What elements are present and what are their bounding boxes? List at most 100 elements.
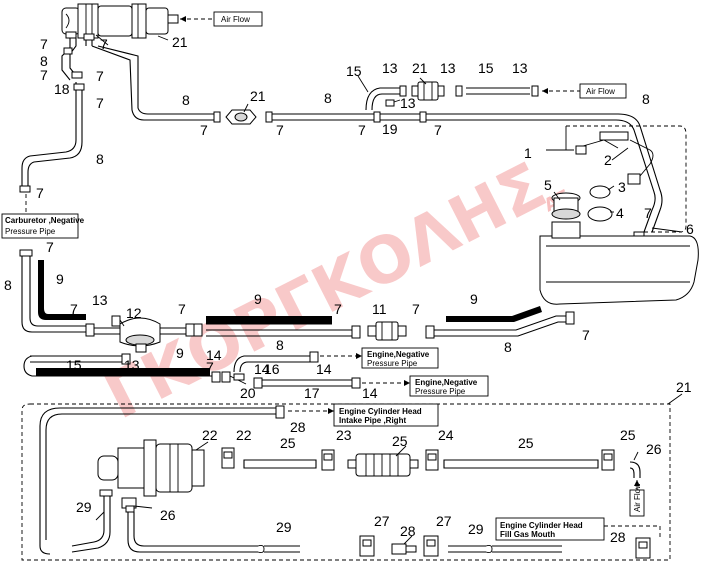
callout-25: 27	[436, 513, 452, 529]
callout-8: 8	[324, 90, 332, 106]
callout-1: 1	[524, 145, 532, 161]
callout-10: 11	[372, 301, 387, 317]
callout-8: 8	[4, 277, 12, 293]
callout-8: 8	[182, 92, 190, 108]
air-flow-label-right: Air Flow	[586, 87, 615, 96]
callout-7: 7	[434, 122, 442, 138]
callout-14: 17	[304, 385, 320, 401]
intake-line1: Engine Cylinder Head	[339, 407, 422, 416]
callout-7: 7	[412, 301, 420, 317]
fuel-tank-assembly	[539, 125, 699, 305]
callout-13: 13	[124, 357, 140, 373]
fill-line2: Fill Gas Mouth	[500, 530, 555, 539]
middle-row	[94, 306, 575, 353]
callout-7: 7	[178, 301, 186, 317]
callout-14: 15	[346, 63, 362, 79]
callout-15: 19	[382, 121, 398, 137]
callout-numbers: 21 7 7 8 7 7 18 7 8 21 8 7 7 7 19 7 15 1…	[4, 34, 694, 545]
watermark: ΓΚΟΡΓΚΟΛΗΣ ΑΕ	[94, 149, 574, 434]
callout-7: 7	[96, 95, 104, 111]
callout-7: 7	[40, 36, 48, 52]
callout-13: 14	[206, 347, 222, 363]
callout-14: 15	[66, 357, 82, 373]
callout-13: 13	[400, 95, 416, 111]
callout-7: 7	[206, 359, 214, 375]
callout-6: 6	[686, 221, 694, 237]
callout-27: 28	[400, 523, 416, 539]
callout-13: 13	[512, 60, 528, 76]
callout-14: 16	[264, 361, 280, 377]
callout-7: 7	[358, 122, 366, 138]
callout-2: 2	[604, 152, 612, 168]
callout-16: 21	[172, 34, 188, 50]
callout-15: 20	[240, 385, 256, 401]
callout-9: 9	[470, 291, 478, 307]
eng-neg1-line1: Engine,Negative	[367, 350, 430, 359]
callout-7: 7	[36, 185, 44, 201]
callout-23: 25	[392, 433, 408, 449]
callout-13: 14	[362, 385, 378, 401]
callout-12: 13	[92, 292, 108, 308]
callout-20: 22	[202, 427, 218, 443]
callout-24: 26	[646, 441, 662, 457]
leader-lines	[59, 35, 683, 545]
callout-3: 3	[618, 179, 626, 195]
callout-7: 7	[40, 67, 48, 83]
callout-13: 13	[440, 60, 456, 76]
callout-5: 5	[544, 177, 552, 193]
callout-4: 4	[616, 205, 624, 221]
intake-line2: Intake Pipe ,Right	[339, 416, 406, 425]
callout-7: 7	[70, 301, 78, 317]
callout-22: 25	[518, 435, 534, 451]
carburetor-label-group: Carburetor ,Negative Pressure Pipe	[1, 194, 85, 239]
callout-15: 18	[54, 81, 70, 97]
callout-13: 14	[254, 361, 270, 377]
callout-28: 29	[76, 499, 92, 515]
callout-13: 13	[382, 60, 398, 76]
eng-neg1-line2: Pressure Pipe	[367, 359, 418, 368]
callout-7: 7	[644, 205, 652, 221]
carb-label-line2: Pressure Pipe	[5, 227, 56, 236]
callout-8: 8	[504, 339, 512, 355]
callout-19: 21	[676, 379, 692, 395]
callout-7: 7	[46, 239, 54, 255]
callout-13: 14	[316, 361, 332, 377]
callout-9: 9	[254, 291, 262, 307]
callout-21: 25	[620, 427, 636, 443]
callout-21: 22	[236, 427, 252, 443]
callout-11: 12	[126, 305, 142, 321]
callout-21: 23	[336, 427, 352, 443]
air-flow-top-group: Air Flow	[180, 11, 263, 27]
callout-7: 7	[582, 327, 590, 343]
lower-assembly-19: Engine Cylinder Head Intake Pipe ,Right	[21, 403, 671, 561]
callout-8: 8	[40, 53, 48, 69]
valve-row-18: Air Flow	[365, 81, 627, 111]
callout-26: 29	[468, 521, 484, 537]
callout-25: 28	[610, 529, 626, 545]
left-hose-network	[19, 31, 214, 193]
callout-7: 7	[96, 68, 104, 84]
callout-21: 24	[438, 427, 454, 443]
callout-8: 8	[96, 151, 104, 167]
callout-7: 7	[334, 301, 342, 317]
callout-7: 7	[100, 36, 108, 52]
callout-7: 7	[200, 122, 208, 138]
upper-hose-row	[213, 109, 663, 239]
canister-16	[61, 3, 179, 39]
eng-neg2-line2: Pressure Pipe	[415, 387, 466, 396]
callout-8: 8	[642, 91, 650, 107]
callout-26: 29	[276, 519, 292, 535]
callout-25: 27	[374, 513, 390, 529]
left-l-hose	[19, 249, 95, 337]
lower-left-hoses: Engine,Negative Pressure Pipe Engine,Neg…	[23, 347, 489, 397]
carb-label-line1: Carburetor ,Negative	[5, 216, 85, 225]
eng-neg2-line1: Engine,Negative	[415, 378, 478, 387]
callout-9: 9	[176, 345, 184, 361]
callout-14: 15	[478, 60, 494, 76]
air-flow-label-top: Air Flow	[221, 15, 250, 24]
callout-18: 21	[412, 60, 428, 76]
callout-28: 28	[290, 419, 306, 435]
callout-9: 9	[56, 271, 64, 287]
